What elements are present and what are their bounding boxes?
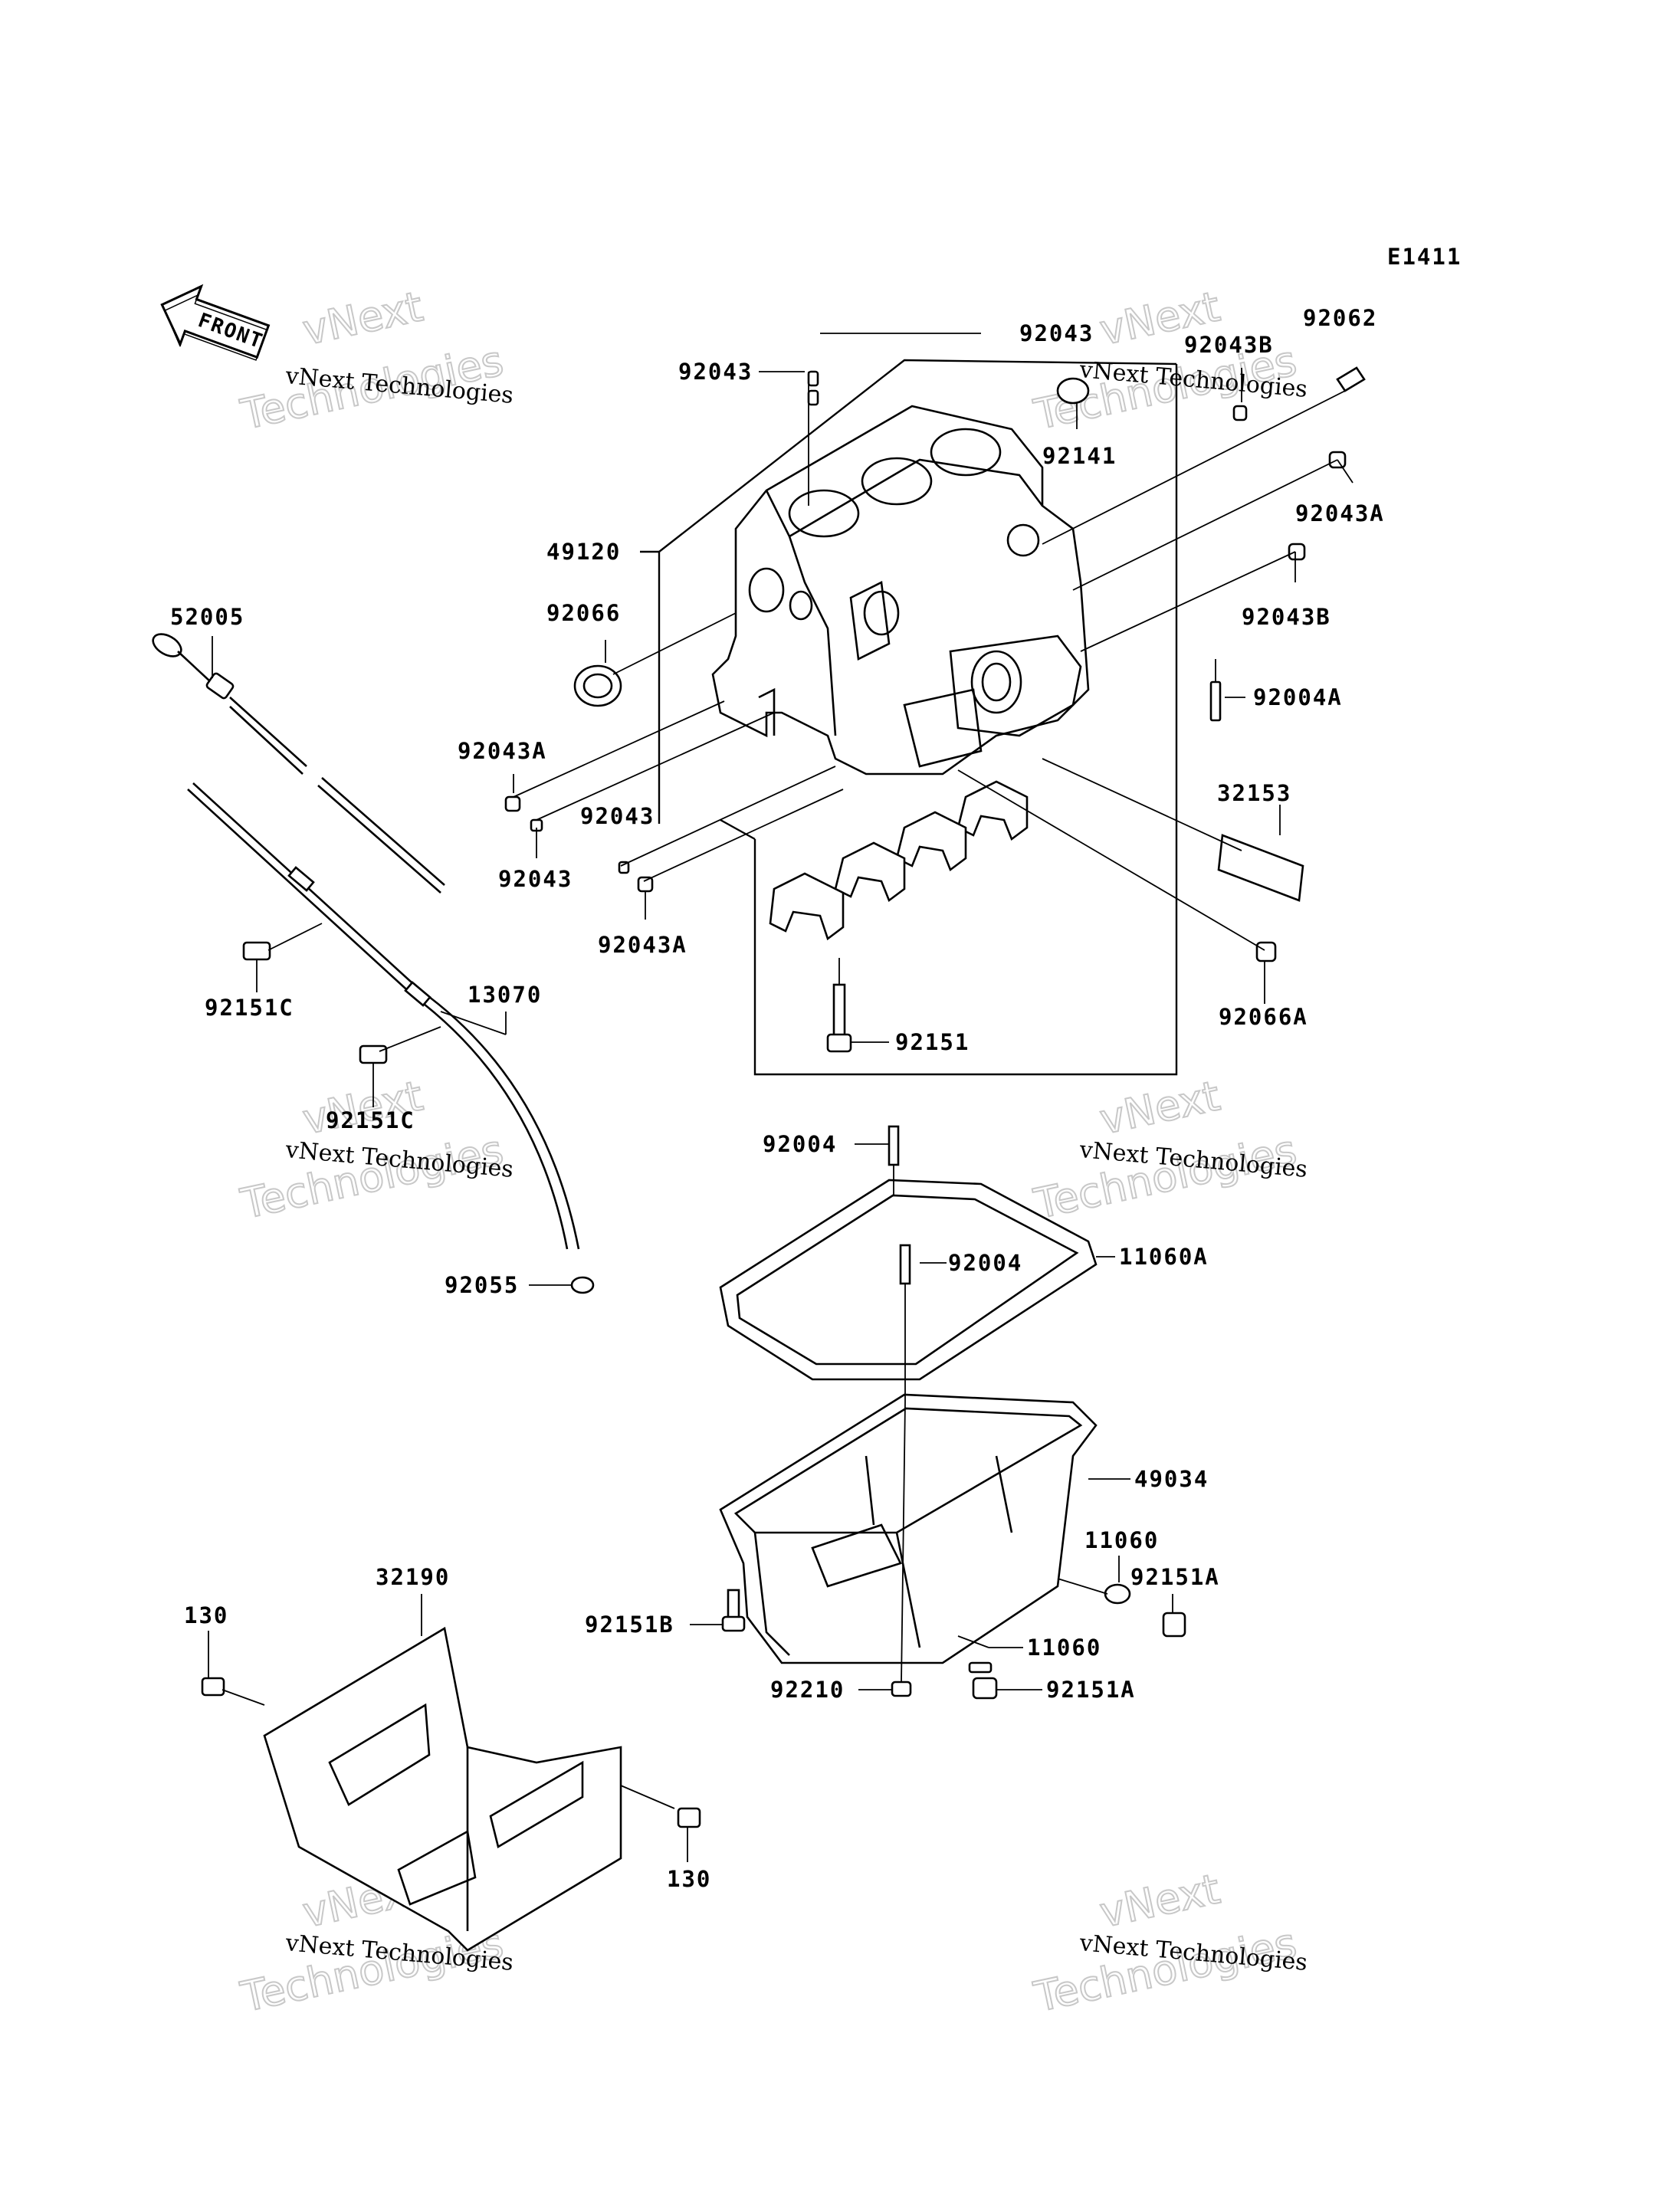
label-11060A: 11060A — [1119, 1244, 1209, 1270]
seal-92066-icon — [573, 664, 622, 707]
stud-92004-top — [888, 1125, 900, 1166]
pin-92043-left — [807, 389, 819, 406]
watermark-bottom-right: vNext Technologies vNext Technologies — [1029, 1864, 1309, 2022]
plug-92062-icon — [1336, 366, 1366, 392]
pin-92043B-top — [1232, 405, 1248, 421]
bearing-group-bracket — [753, 364, 1178, 1076]
label-92210: 92210 — [770, 1677, 845, 1703]
bolt-130-right-icon — [677, 1807, 701, 1828]
label-92151A-1: 92151A — [1130, 1564, 1220, 1590]
nut-92210-icon — [891, 1681, 912, 1697]
watermark-top-left: vNext Technologies vNext Technologies — [236, 281, 515, 440]
label-92066A: 92066A — [1219, 1004, 1308, 1030]
label-92141: 92141 — [1042, 443, 1117, 469]
pin-92043B-right — [1288, 543, 1306, 561]
bearing-caps — [769, 780, 1029, 941]
oil-pan — [719, 1393, 1098, 1664]
label-92151C-2: 92151C — [326, 1107, 415, 1133]
svg-text:vNext: vNext — [1096, 1864, 1224, 1936]
leader-lines-pan — [690, 1143, 1173, 1690]
label-11060-1: 11060 — [1084, 1527, 1159, 1553]
label-11060-2: 11060 — [1027, 1635, 1101, 1661]
label-92151: 92151 — [895, 1029, 970, 1055]
label-92043-left: 92043 — [678, 359, 753, 385]
svg-text:vNext: vNext — [299, 282, 427, 354]
plug-92151A-icon — [1162, 1612, 1186, 1638]
svg-text:vNext: vNext — [1096, 1071, 1224, 1143]
leader-lines-skid — [208, 1594, 688, 1862]
diagram-code: E1411 — [1387, 244, 1462, 270]
leader-lines-tube — [212, 636, 571, 1286]
label-130-2: 130 — [667, 1866, 711, 1892]
front-arrow-icon: FRONT — [160, 284, 271, 361]
watermark-mid-left: vNext Technologies vNext Technologies — [236, 1071, 515, 1229]
label-92062: 92062 — [1303, 305, 1377, 331]
block-bracket — [658, 359, 1177, 824]
label-92043-top: 92043 — [1019, 320, 1094, 346]
stud-92004A-icon — [1209, 680, 1222, 722]
label-13070: 13070 — [468, 982, 542, 1008]
bolt-92151C-icon — [242, 941, 271, 961]
label-92043A-left1: 92043A — [458, 738, 547, 764]
label-92043B-top: 92043B — [1184, 332, 1274, 358]
skid-plate — [263, 1626, 622, 1952]
part-labels: 92043 92043 92043B 92062 92141 49120 920… — [170, 305, 1385, 1892]
plug-92066A-icon — [1255, 941, 1277, 962]
label-52005: 52005 — [170, 604, 244, 630]
bolt-130-left-icon — [201, 1677, 225, 1697]
label-92055: 92055 — [445, 1272, 519, 1298]
label-49034: 49034 — [1134, 1466, 1209, 1492]
pipe-32153-icon — [1217, 834, 1304, 902]
label-92004-1: 92004 — [763, 1131, 837, 1157]
washer-11060-icon — [1104, 1583, 1131, 1605]
oring-92055-icon — [570, 1276, 595, 1294]
label-92151B: 92151B — [585, 1612, 674, 1638]
pin-92043-top — [807, 370, 819, 387]
label-92043-mid: 92043 — [580, 803, 655, 829]
seal-92141-icon — [1056, 377, 1090, 405]
plug-92151A-bottom-icon — [972, 1677, 998, 1700]
label-49120: 49120 — [546, 539, 621, 565]
leader-lines-upper — [513, 333, 1354, 1043]
oil-tube — [187, 782, 595, 1294]
label-92043-mid2: 92043 — [498, 866, 573, 892]
stud-92004-mid — [899, 1244, 911, 1285]
label-130-1: 130 — [184, 1602, 228, 1628]
cylinder-block — [711, 405, 1090, 776]
label-32190: 32190 — [376, 1564, 450, 1590]
label-92043A-left2: 92043A — [598, 932, 687, 958]
label-92066: 92066 — [546, 600, 621, 626]
label-92151A-2: 92151A — [1046, 1677, 1136, 1703]
label-32153: 32153 — [1217, 780, 1291, 806]
label-92004A: 92004A — [1253, 684, 1343, 710]
label-92151C-1: 92151C — [205, 995, 294, 1021]
label-92004-2: 92004 — [948, 1250, 1022, 1276]
label-92043B-right: 92043B — [1242, 604, 1331, 630]
label-92043A-right: 92043A — [1295, 500, 1385, 526]
watermark-top-right: vNext Technologies vNext Technologies — [1029, 281, 1309, 440]
watermark-mid-right: vNext Technologies vNext Technologies — [1029, 1071, 1309, 1229]
dipstick — [152, 633, 445, 894]
